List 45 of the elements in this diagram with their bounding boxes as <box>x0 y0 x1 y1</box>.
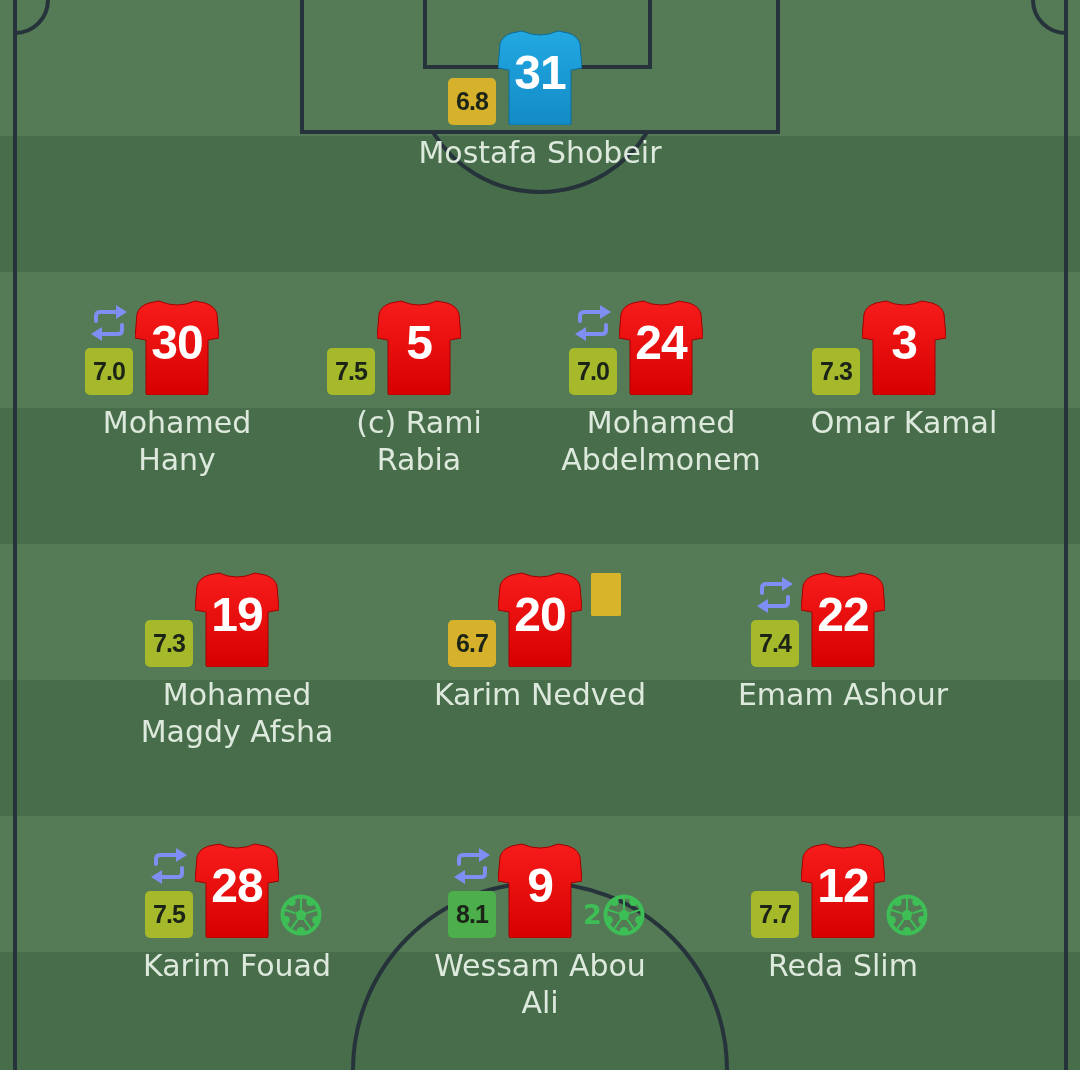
player-name: Mohamed Hany <box>101 404 253 478</box>
jersey <box>377 300 461 395</box>
jersey <box>801 843 885 938</box>
player-name: Wessam Abou Ali <box>433 947 647 1021</box>
player-name: Reda Slim <box>768 947 918 984</box>
goal-count: 2 <box>583 900 602 930</box>
rating-badge: 7.5 <box>145 891 193 938</box>
jersey <box>619 300 703 395</box>
rating-badge: 7.0 <box>85 348 133 395</box>
jersey <box>801 572 885 667</box>
rating-badge: 8.1 <box>448 891 496 938</box>
rating-badge: 7.5 <box>327 348 375 395</box>
rating-badge: 7.3 <box>812 348 860 395</box>
jersey <box>498 572 582 667</box>
player-name: Karim Fouad <box>143 947 331 984</box>
player-name: Mohamed Magdy Afsha <box>139 676 335 750</box>
jersey <box>135 300 219 395</box>
jersey-number: 20 <box>513 591 567 639</box>
rating-badge: 6.8 <box>448 78 496 125</box>
jersey-number: 19 <box>210 591 264 639</box>
player-name: Omar Kamal <box>810 404 998 441</box>
rating-badge: 7.0 <box>569 348 617 395</box>
rating-badge: 6.7 <box>448 620 496 667</box>
jersey-number: 31 <box>513 49 567 97</box>
jersey-number: 3 <box>890 319 918 367</box>
rating-badge: 7.7 <box>751 891 799 938</box>
rating-badge: 7.4 <box>751 620 799 667</box>
player-name: Karim Nedved <box>433 676 647 713</box>
jersey-number: 28 <box>210 862 264 910</box>
jersey-number: 12 <box>816 862 870 910</box>
jersey <box>498 843 582 938</box>
player-name: Mohamed Abdelmonem <box>560 404 762 478</box>
player-name: (c) Rami Rabia <box>355 404 483 478</box>
jersey-number: 9 <box>526 862 554 910</box>
jersey-number: 24 <box>634 319 689 367</box>
jersey <box>195 843 279 938</box>
rating-badge: 7.3 <box>145 620 193 667</box>
jersey <box>195 572 279 667</box>
jersey-number: 22 <box>816 591 870 639</box>
jersey-number: 30 <box>150 319 204 367</box>
jersey <box>862 300 946 395</box>
jersey <box>498 30 582 125</box>
player-name: Mostafa Shobeir <box>418 134 662 171</box>
player-name: Emam Ashour <box>737 676 949 713</box>
jersey-number: 5 <box>405 319 433 367</box>
